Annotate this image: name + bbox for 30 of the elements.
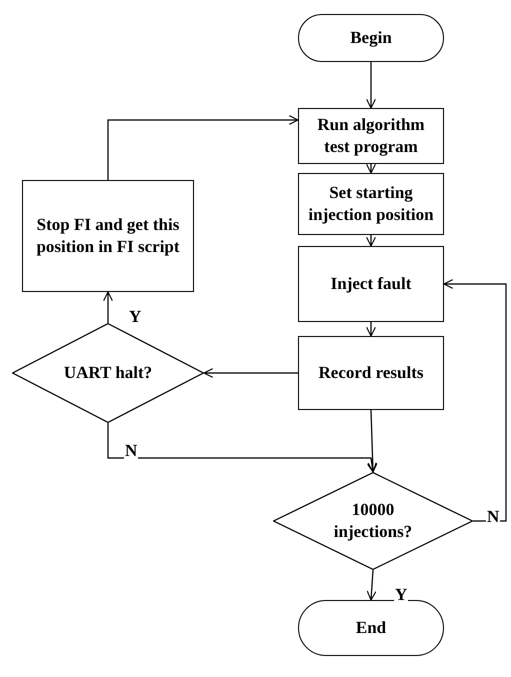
edge-label: N xyxy=(124,442,138,460)
process-box xyxy=(298,108,444,164)
arrow xyxy=(107,423,377,473)
terminal-shape xyxy=(298,14,444,62)
process-box xyxy=(298,336,444,410)
node-label: 10000 injections? xyxy=(332,499,414,543)
arrow xyxy=(366,570,377,601)
process-box xyxy=(298,173,444,235)
arrow xyxy=(366,163,376,174)
decision-diamond xyxy=(12,323,204,423)
node-label: Set starting injection position xyxy=(307,182,435,226)
node-label: UART halt? xyxy=(64,362,152,384)
arrow xyxy=(366,235,376,247)
arrow xyxy=(443,278,507,522)
node-label: Record results xyxy=(318,362,424,384)
arrow xyxy=(107,114,299,180)
node-label: Begin xyxy=(350,27,392,49)
arrow xyxy=(203,368,298,378)
decision-diamond xyxy=(273,472,473,570)
edge-label: Y xyxy=(394,586,408,604)
node-label: End xyxy=(356,617,386,639)
node-label: Inject fault xyxy=(330,273,412,295)
arrow xyxy=(102,291,114,323)
process-box xyxy=(22,180,194,292)
process-box xyxy=(298,246,444,322)
arrow xyxy=(368,410,378,473)
arrow xyxy=(366,322,376,337)
node-label: Stop FI and get this position in FI script xyxy=(35,214,181,258)
arrow xyxy=(366,62,376,109)
node-label: Run algorithm test program xyxy=(316,114,426,158)
